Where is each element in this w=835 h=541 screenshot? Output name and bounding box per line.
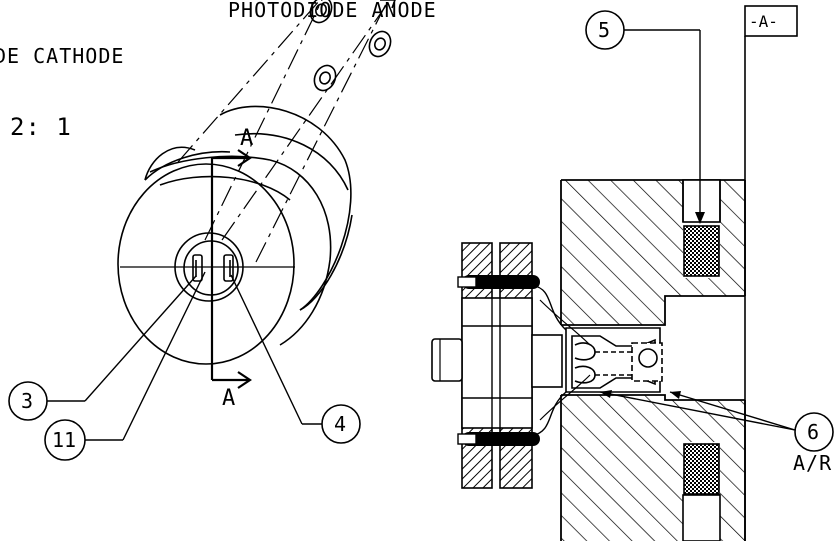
lead-terminals	[309, 0, 396, 92]
section-letter-top: A	[240, 126, 253, 151]
connector-stack	[431, 242, 591, 489]
section-line-a-a	[210, 149, 252, 389]
scale-label: 2: 1	[10, 113, 72, 141]
balloon-3: 3	[8, 275, 197, 421]
photodiode-housing	[565, 327, 663, 393]
balloon-6-text: 6	[807, 420, 819, 444]
balloon-6: 6	[599, 390, 834, 452]
balloon-5: 5	[585, 10, 705, 224]
leads	[177, 0, 391, 263]
balloon-11: 11	[44, 271, 206, 461]
photodiode-cathode-label: DE CATHODE	[0, 44, 124, 68]
mesh-pad-upper	[683, 225, 720, 277]
datum-a: -A-	[744, 5, 798, 37]
as-required-note: A/R	[793, 451, 832, 475]
front-face-outer	[117, 163, 295, 365]
section-letter-bottom: A	[222, 386, 235, 411]
balloon-4: 4	[230, 274, 361, 444]
balloon-11-text: 11	[52, 428, 76, 452]
center-lines	[120, 166, 295, 380]
balloon-3-text: 3	[21, 389, 33, 413]
mesh-pad-lower	[683, 443, 720, 495]
datum-a-text: -A-	[749, 12, 778, 31]
balloon-4-text: 4	[334, 412, 346, 436]
photodiode-anode-label: PHOTODIODE ANODE	[228, 0, 437, 22]
photodiode-pins	[192, 254, 234, 282]
balloon-5-text: 5	[598, 18, 610, 42]
